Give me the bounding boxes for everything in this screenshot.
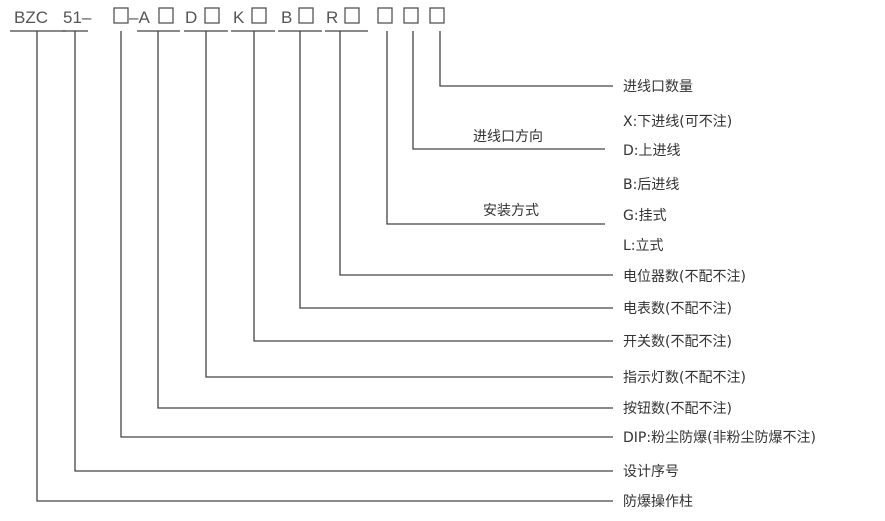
code-d: D <box>185 8 197 27</box>
label-wall-mount: G:挂式 <box>623 208 667 224</box>
code-b: B <box>281 8 292 27</box>
label-switches: 开关数(不配不注) <box>623 334 732 350</box>
label-indicators: 指示灯数(不配不注) <box>623 370 746 386</box>
label-potentiometers: 电位器数(不配不注) <box>623 269 746 285</box>
code-k: K <box>233 8 245 27</box>
code-box-dip <box>113 7 129 24</box>
code-box-inlet-count <box>429 7 445 24</box>
group-label-inlet-direction: 进线口方向 <box>473 129 543 145</box>
code-prefix: BZC <box>14 8 48 27</box>
code-box-potentiometers <box>344 7 360 24</box>
code-box-buttons <box>158 7 174 24</box>
code-box-switches <box>251 7 267 24</box>
code-box-meters <box>298 7 314 24</box>
label-dust-explosion-proof: DIP:粉尘防爆(非粉尘防爆不注) <box>623 430 816 446</box>
label-inlet-count: 进线口数量 <box>623 79 693 95</box>
label-meters: 电表数(不配不注) <box>623 301 732 317</box>
label-rear-inlet: B:后进线 <box>623 177 679 193</box>
label-floor-standing: L:立式 <box>623 238 664 254</box>
group-label-installation: 安装方式 <box>483 203 539 219</box>
code-box-installation <box>377 7 393 24</box>
label-explosion-proof-column: 防爆操作柱 <box>623 494 693 510</box>
label-top-inlet: D:上进线 <box>623 143 681 159</box>
label-design-number: 设计序号 <box>623 464 679 480</box>
code-series: 51– <box>63 8 92 27</box>
label-buttons: 按钮数(不配不注) <box>623 401 732 417</box>
code-r: R <box>326 8 338 27</box>
leader-lines <box>36 31 613 502</box>
code-dash-a: –A <box>129 8 150 27</box>
label-bottom-inlet: X:下进线(可不注) <box>623 114 732 130</box>
code-box-direction <box>403 7 419 24</box>
code-box-indicators <box>204 7 220 24</box>
